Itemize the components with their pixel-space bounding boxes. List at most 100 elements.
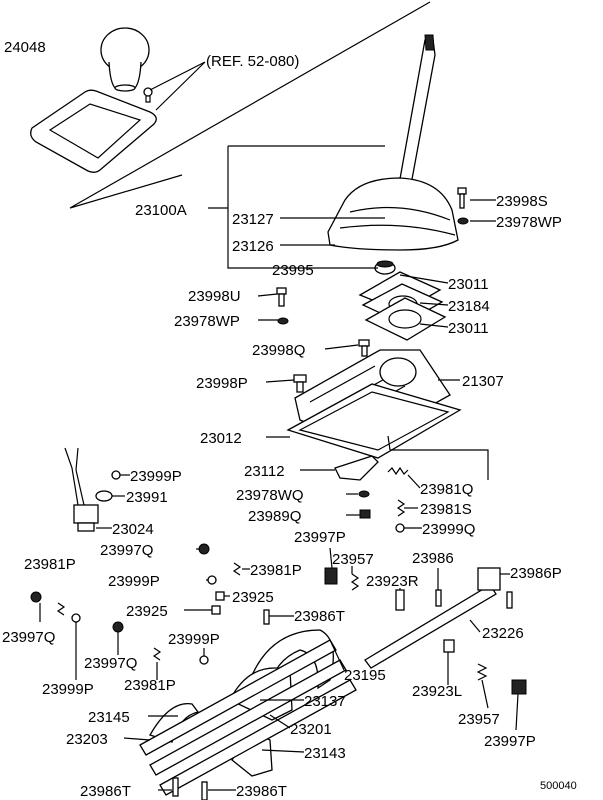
group-frame-upper-left	[69, 1, 431, 209]
label-23925-b: 23925	[126, 603, 168, 620]
label-23997P-a: 23997P	[294, 529, 346, 546]
label-23997Q-c: 23997Q	[84, 655, 137, 672]
spring-23981Q	[387, 466, 409, 476]
pin-23986P	[506, 591, 513, 609]
nut-23989Q	[359, 509, 371, 519]
label-23998P: 23998P	[196, 375, 248, 392]
plunger-23925-a	[215, 591, 225, 601]
ring-23991	[95, 490, 113, 502]
label-23201: 23201	[290, 721, 332, 738]
ref-leader-lines	[149, 61, 206, 111]
label-23143: 23143	[304, 745, 346, 762]
label-23998U: 23998U	[188, 288, 241, 305]
label-23989Q: 23989Q	[248, 508, 301, 525]
label-23923L: 23923L	[412, 683, 462, 700]
spring-23981S	[396, 499, 406, 517]
ball-23999P-c	[71, 613, 81, 623]
label-23957-a: 23957	[332, 551, 374, 568]
label-23991: 23991	[126, 489, 168, 506]
switch-23024-illustration	[64, 447, 99, 532]
pin-23923R	[395, 589, 405, 611]
washer-23978WP-a	[457, 217, 469, 225]
leader-lines	[39, 199, 519, 791]
shift-knob-illustration	[100, 27, 150, 92]
label-23999P-d: 23999P	[42, 681, 94, 698]
bolt-23998U	[276, 287, 287, 307]
diagram-code: 500040	[540, 780, 577, 792]
washer-23978WP-b	[277, 317, 289, 325]
label-23981P-c: 23981P	[124, 677, 176, 694]
bolt-23998S	[457, 187, 467, 209]
washer-23978WQ	[358, 490, 370, 498]
label-23126: 23126	[232, 238, 274, 255]
label-23012: 23012	[200, 430, 242, 447]
label-23978WP-a: 23978WP	[496, 214, 562, 231]
spring-23981P-a	[232, 562, 242, 576]
label-23925-a: 23925	[232, 589, 274, 606]
spring-23981P-c	[152, 647, 162, 661]
label-23957-b: 23957	[458, 711, 500, 728]
pin-23986T-c	[201, 781, 208, 800]
spring-23957-a	[350, 573, 360, 591]
label-23203: 23203	[66, 731, 108, 748]
ball-23999P-b	[207, 575, 217, 585]
label-23011-a: 23011	[448, 276, 489, 293]
plug-23997Q-a	[198, 543, 210, 555]
spring-23957-b	[476, 663, 488, 681]
label-23998S: 23998S	[496, 193, 548, 210]
label-23999Q: 23999Q	[422, 521, 475, 538]
label-23137: 23137	[304, 693, 346, 710]
label-24048: 24048	[4, 39, 46, 56]
plug-23997P-b	[511, 679, 527, 695]
label-23986T-b: 23986T	[80, 783, 131, 800]
plunger-23925-b	[211, 605, 221, 615]
ball-23999Q	[395, 523, 405, 533]
plug-23997Q-b	[30, 591, 42, 603]
label-23184: 23184	[448, 298, 490, 315]
label-23981P-b: 23981P	[250, 562, 302, 579]
bolt-23998P	[293, 374, 307, 393]
rails-23203	[139, 639, 357, 796]
label-ref-52-080: (REF. 52-080)	[206, 53, 299, 70]
label-23981P-a: 23981P	[24, 556, 76, 573]
label-23997P-b: 23997P	[484, 733, 536, 750]
plug-23997P-a	[324, 567, 338, 585]
label-23998Q: 23998Q	[252, 342, 305, 359]
label-23986: 23986	[412, 550, 454, 567]
label-23112: 23112	[244, 463, 285, 480]
label-23226: 23226	[482, 625, 524, 642]
shift-lever-illustration	[327, 34, 459, 275]
boot-retainer-plate	[30, 89, 157, 173]
label-23100A: 23100A	[135, 202, 187, 219]
label-23923R: 23923R	[366, 573, 419, 590]
label-23981S: 23981S	[420, 501, 472, 518]
label-23999P-b: 23999P	[108, 573, 160, 590]
spring-23981P-b	[56, 602, 66, 616]
label-23995: 23995	[272, 262, 314, 279]
lever-23112	[334, 455, 379, 481]
label-23999P-c: 23999P	[168, 631, 220, 648]
gasket-23012	[286, 383, 462, 459]
bolt-23998Q	[358, 339, 370, 357]
label-23145: 23145	[88, 709, 130, 726]
pin-23986T-b	[172, 777, 179, 797]
label-23011-b: 23011	[448, 320, 489, 337]
label-23024: 23024	[112, 521, 154, 538]
label-21307: 21307	[462, 373, 504, 390]
label-23978WP-b: 23978WP	[174, 313, 240, 330]
label-23978WQ: 23978WQ	[236, 487, 304, 504]
plug-23997Q-c	[112, 621, 124, 633]
pin-23923L	[443, 639, 455, 653]
label-23981Q: 23981Q	[420, 481, 473, 498]
label-23986T-a: 23986T	[294, 608, 345, 625]
bracket-lower-assembly	[387, 435, 489, 480]
ball-23999P-a	[111, 470, 121, 480]
pin-23986T-a	[263, 609, 270, 625]
label-23195: 23195	[344, 667, 386, 684]
ball-23999P-d	[199, 655, 209, 665]
bracket-23100A	[208, 145, 385, 269]
label-23986P: 23986P	[510, 565, 562, 582]
pin-23986	[435, 589, 442, 607]
gasket-lower	[364, 297, 447, 341]
